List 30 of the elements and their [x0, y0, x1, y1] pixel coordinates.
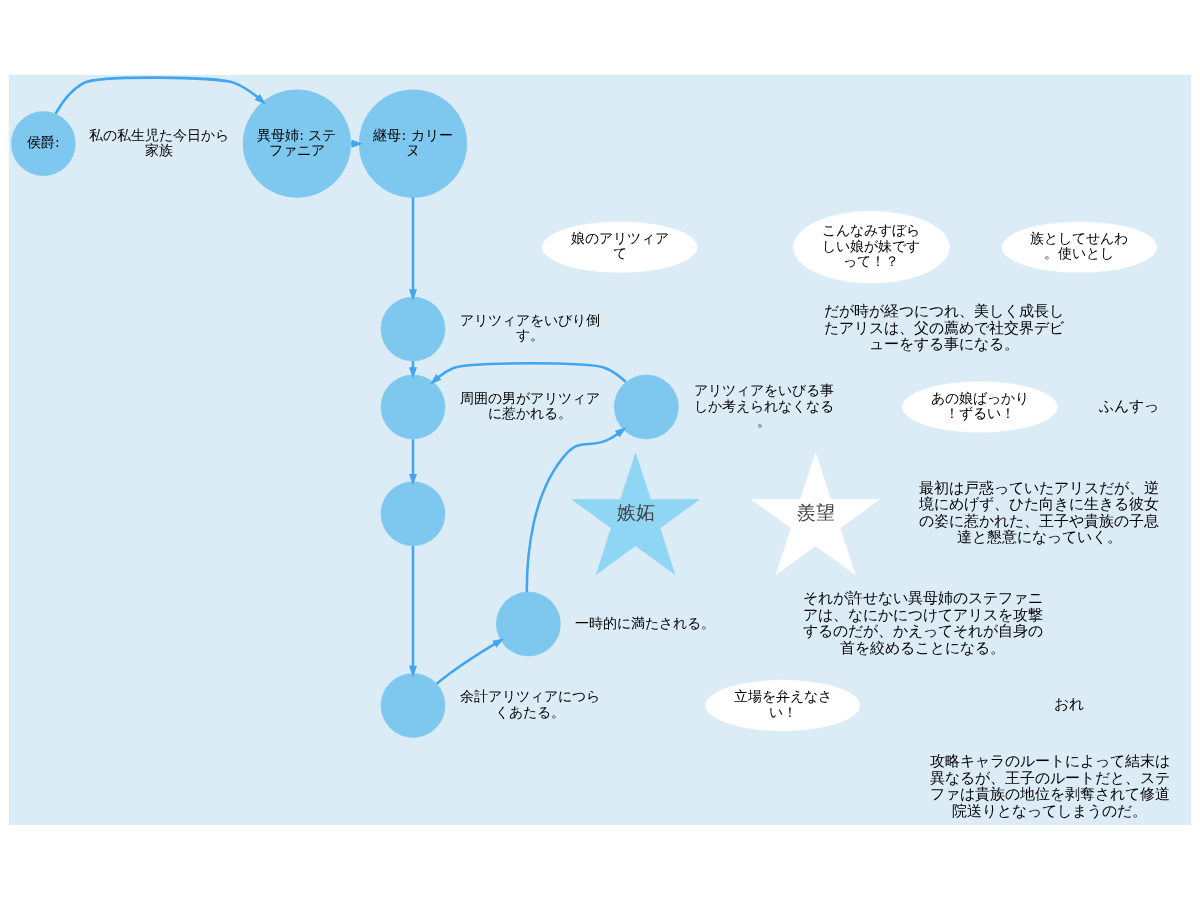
arrow [54, 76, 266, 115]
node-circle: 侯爵: [10, 111, 76, 176]
node-circle [380, 296, 446, 362]
node-ellipse: 娘のアリツィアて [541, 221, 698, 273]
node-label: 余計アリツィアにつらくあたる。 [460, 688, 601, 720]
node-label: 私の私生児た今日から家族 [89, 126, 230, 158]
label: それが許せない異母姉のステファニアは、なにかにつけてアリスを攻撃するのだが、かえってそれが自身の首を絞めることになる。 [802, 589, 1043, 657]
arrow [435, 638, 505, 685]
node-circle [380, 673, 446, 738]
arrow [525, 427, 627, 592]
node-ellipse: 族としてせんわ。使いとし [1001, 221, 1158, 273]
node-label: 周囲の男がアリツィアに惹かれる。 [459, 389, 600, 422]
node-label: アリツィアをいびる事しか考えられなくなる。 [693, 382, 834, 429]
node-circle [380, 481, 446, 547]
label: 最初は戸惑っていたアリスだが、逆境にめげず、ひた向きに生きる彼女の姿に惹かれた、王子や貴族の子息達と懇意になっていく。 [919, 478, 1160, 547]
node-label: 一時的に満たされる。 [575, 614, 716, 631]
node-ellipse: こんなみすぼらしい娘が妹ですって！？ [793, 210, 950, 284]
node-circle [496, 591, 561, 657]
node-ellipse: あの娘ばっかり！ずるい！ [902, 381, 1058, 433]
node-label: アリツィアをいびり倒す。 [460, 311, 601, 344]
label: ふんすっ [1099, 396, 1160, 415]
node-circle: 継母: カリーヌ [358, 89, 468, 198]
label: だが時が経つにつれ、美しく成長したアリスは、父の薦めで社交界デビューをする事になる。 [824, 302, 1065, 354]
arrow [408, 439, 417, 486]
node-ellipse: 立場を弁えなさい！ [705, 680, 861, 731]
arrow [409, 545, 417, 678]
arrow [430, 362, 627, 385]
arrow [408, 197, 417, 301]
label: おれ [1054, 695, 1085, 714]
label: 攻略キャラのルートによって結末は異なるが、王子のルートだと、ステファは貴族の地位を剥奪されて修道院送りとなってしまうのだ。 [929, 752, 1170, 820]
